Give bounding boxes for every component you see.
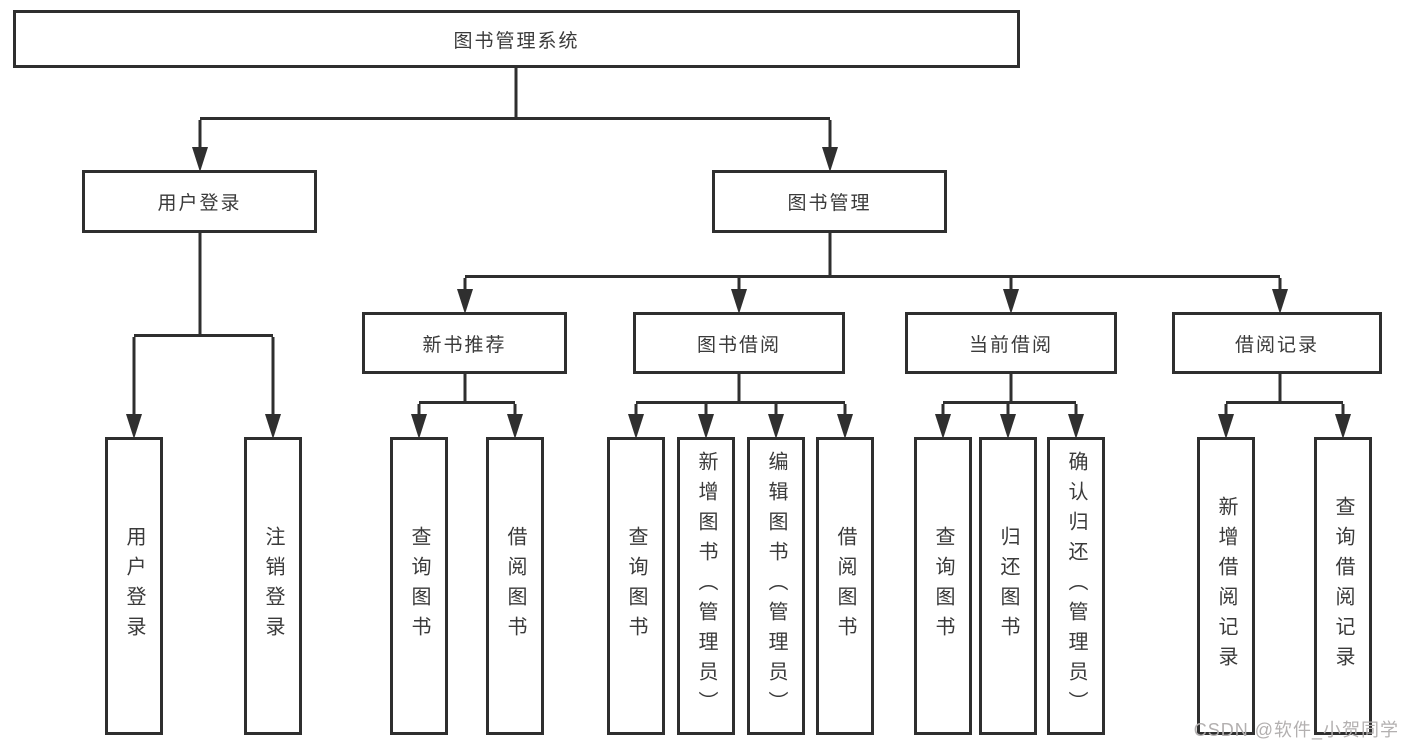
- node-user-login: 用户登录: [82, 170, 317, 233]
- node-current-borrow: 当前借阅: [905, 312, 1117, 374]
- leaf-query-books-borrow: 查询图书: [607, 437, 665, 735]
- leaf-edit-book-admin: 编辑图书（管理员）: [747, 437, 805, 735]
- node-label: 查询图书: [932, 526, 954, 646]
- leaf-query-books-recommend: 查询图书: [390, 437, 448, 735]
- node-label: 图书管理系统: [453, 30, 580, 52]
- node-label: 查询图书: [625, 526, 647, 646]
- leaf-confirm-return-admin: 确认归还（管理员）: [1047, 437, 1105, 735]
- leaf-borrow-book: 借阅图书: [816, 437, 874, 735]
- node-label: 用户登录: [123, 526, 145, 646]
- node-label: 借阅图书: [504, 526, 526, 646]
- node-book-management: 图书管理: [712, 170, 947, 233]
- node-label: 当前借阅: [968, 334, 1053, 356]
- node-label: 图书管理: [787, 193, 872, 214]
- leaf-borrow-books-recommend: 借阅图书: [486, 437, 544, 735]
- node-root-library-system: 图书管理系统: [13, 10, 1020, 68]
- node-label: 归还图书: [997, 526, 1019, 646]
- leaf-add-borrow-record: 新增借阅记录: [1197, 437, 1255, 735]
- node-label: 注销登录: [262, 526, 284, 646]
- leaf-logout: 注销登录: [244, 437, 302, 735]
- leaf-query-books-current: 查询图书: [914, 437, 972, 735]
- node-label: 借阅记录: [1234, 334, 1319, 356]
- node-label: 编辑图书（管理员）: [765, 451, 787, 721]
- leaf-return-book: 归还图书: [979, 437, 1037, 735]
- leaf-query-borrow-record: 查询借阅记录: [1314, 437, 1372, 735]
- node-label: 查询借阅记录: [1332, 496, 1354, 676]
- node-label: 确认归还（管理员）: [1065, 451, 1087, 721]
- node-label: 用户登录: [157, 193, 242, 214]
- csdn-watermark: CSDN @软件_小贺同学: [1193, 720, 1399, 740]
- node-new-book-recommend: 新书推荐: [362, 312, 567, 374]
- node-book-borrow: 图书借阅: [633, 312, 845, 374]
- node-label: 借阅图书: [834, 526, 856, 646]
- node-label: 新增图书（管理员）: [695, 451, 717, 721]
- leaf-add-book-admin: 新增图书（管理员）: [677, 437, 735, 735]
- node-label: 新增借阅记录: [1215, 496, 1237, 676]
- leaf-user-login: 用户登录: [105, 437, 163, 735]
- node-label: 新书推荐: [422, 334, 507, 356]
- node-borrow-records: 借阅记录: [1172, 312, 1382, 374]
- node-label: 图书借阅: [696, 334, 781, 356]
- node-label: 查询图书: [408, 526, 430, 646]
